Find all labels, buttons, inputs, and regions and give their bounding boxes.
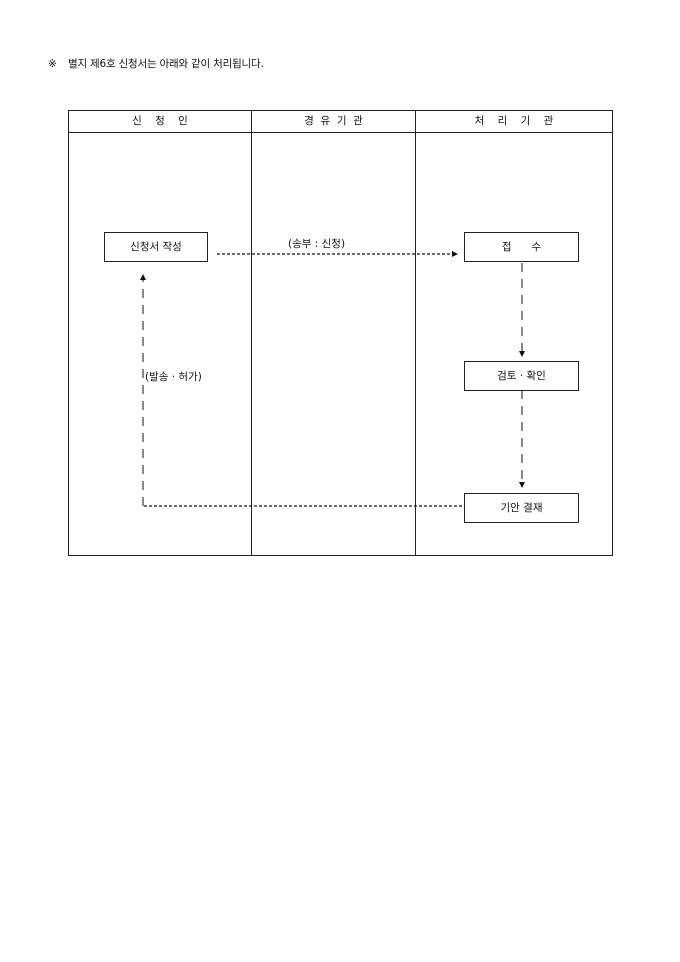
column-divider-2 [415,111,416,555]
column-header-intermediary: 경 유 기 관 [304,115,363,127]
box-draft-approval: 기안 결재 [464,493,579,523]
box-receive: 접 수 [464,232,579,262]
label-dispatch-permit: (발송 · 허가) [145,369,202,384]
box-review-confirm: 검토 · 확인 [464,361,579,391]
process-flow-table: 신 청 인 경 유 기 관 처 리 기 관 [68,110,613,556]
label-send-application: (송부 : 신청) [288,236,346,251]
process-note: ※ 별지 제6호 신청서는 아래와 같이 처리됩니다. [48,56,264,71]
column-header-applicant: 신 청 인 [132,115,188,127]
column-divider-1 [251,111,252,555]
box-write-application: 신청서 작성 [104,232,208,262]
reference-mark: ※ [48,58,57,70]
column-header-processor: 처 리 기 관 [474,115,554,127]
header-divider [69,132,612,133]
note-text: 별지 제6호 신청서는 아래와 같이 처리됩니다. [68,58,264,70]
